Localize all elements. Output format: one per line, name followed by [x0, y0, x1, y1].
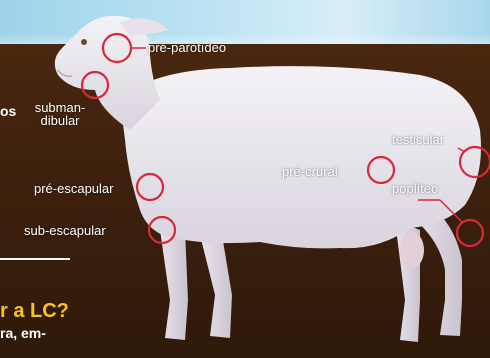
sheep-scrotum	[400, 232, 424, 268]
label-pre-escapular: pré-escapular	[34, 182, 114, 196]
marker-popliteo	[457, 220, 483, 246]
label-submandibular-2: dibular	[32, 114, 88, 128]
divider-line	[0, 258, 70, 260]
sheep-body	[120, 66, 481, 248]
heading-fragment-question: r a LC?	[0, 300, 69, 323]
sheep-eye	[81, 39, 87, 45]
front-leg-right	[160, 230, 188, 340]
label-sub-escapular: sub-escapular	[24, 224, 106, 238]
label-pre-parotideo: pré-parotídeo	[148, 41, 226, 55]
label-popliteo: poplíteo	[392, 182, 438, 196]
label-pre-crural: pré-crural	[282, 165, 338, 179]
text-fragment-os: os	[0, 103, 16, 119]
text-fragment-bottom: ra, em-	[0, 325, 46, 341]
front-leg-left	[200, 235, 232, 338]
label-testicular: testicular	[392, 133, 444, 147]
